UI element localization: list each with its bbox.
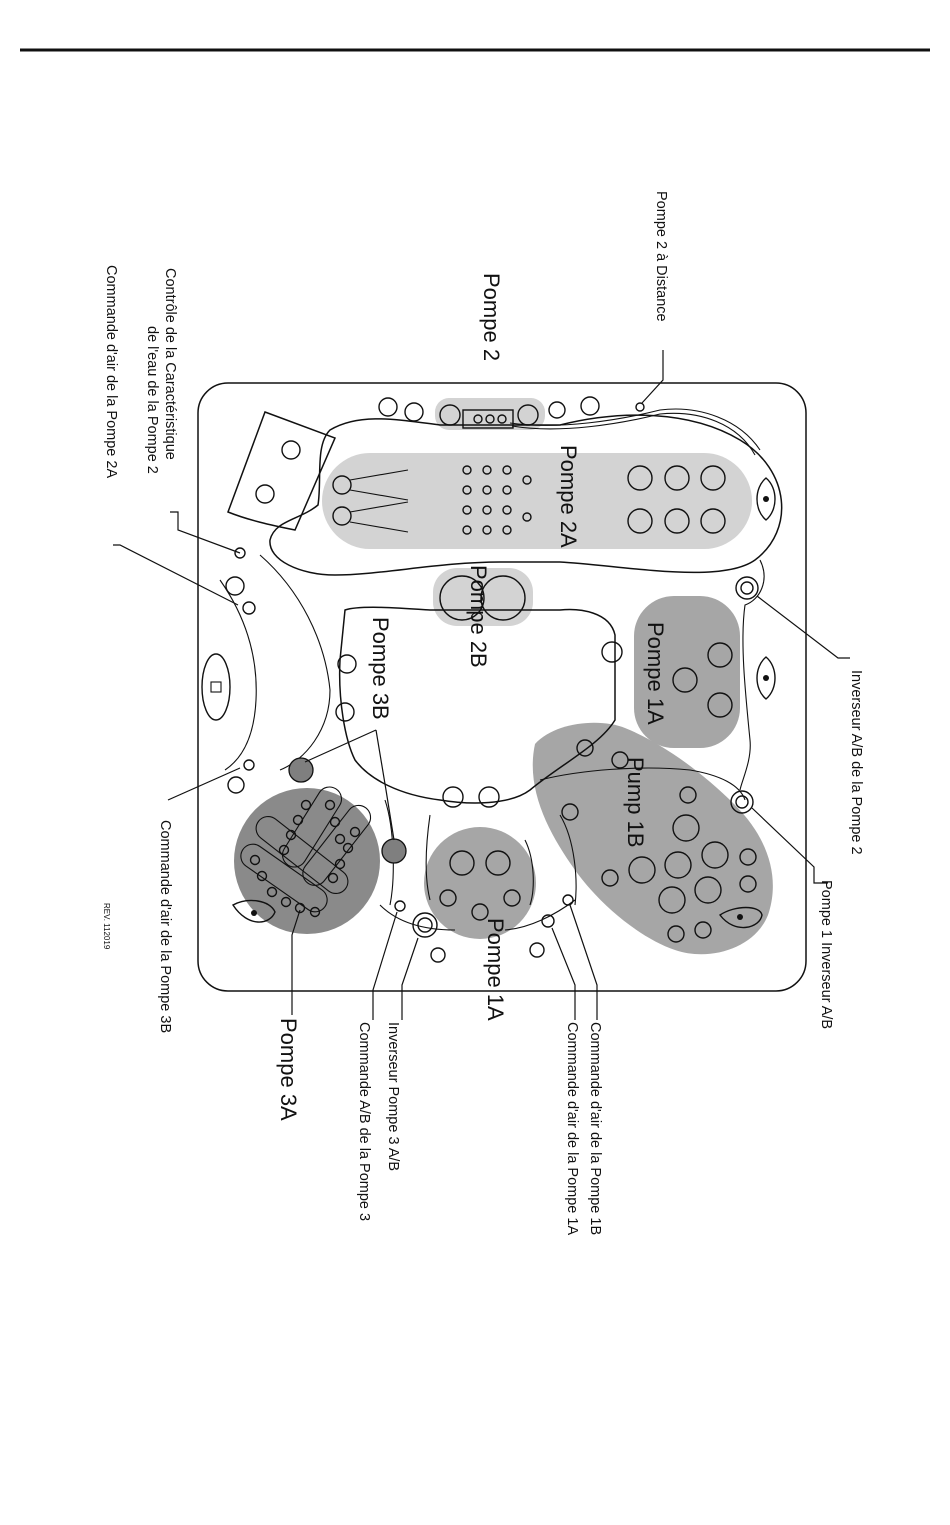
label-pompe-3b: Pompe 3B [368, 617, 393, 720]
callout-commande-air-2a: Commande d'air de la Pompe 2A [103, 265, 119, 478]
label-pompe-2b: Pompe 2B [466, 565, 491, 668]
lounge-outline [269, 414, 783, 576]
right-contour-2 [539, 767, 746, 801]
zones [234, 398, 773, 955]
jets-pompe-2b [439, 575, 526, 621]
headrest-pillow [227, 411, 337, 531]
label-pompe-2a: Pompe 2A [556, 445, 581, 548]
label-pompe-1a-bottom: Pompe 1A [483, 918, 508, 1021]
callout-controle-line2: de l'eau de la Pompe 2 [144, 326, 160, 474]
jets-pump-1b [561, 641, 757, 943]
spa-shell [197, 382, 807, 992]
footwell-outline [338, 606, 616, 804]
left-arch-2 [219, 579, 257, 771]
zone-labels: Pompe 2 Pompe 2A Pompe 2B Pompe 1A Pump … [276, 273, 668, 1121]
callout-controle-line1: Contrôle de la Caractéristique [162, 268, 178, 460]
remote-jet-icon [635, 402, 645, 412]
jets-pompe-3a [240, 786, 372, 918]
callout-inverseur-pompe-3: Inverseur Pompe 3 A/B [385, 1022, 401, 1171]
callout-commande-air-1a: Commande d'air de la Pompe 1A [564, 1022, 580, 1235]
left-arch [259, 554, 331, 771]
zone-pompe-3a [234, 788, 380, 934]
zone-pompe-2b [433, 568, 533, 626]
label-pompe-2: Pompe 2 [479, 273, 504, 361]
callout-inverseur-ab-pompe-2: Inverseur A/B de la Pompe 2 [848, 670, 864, 855]
callout-pompe-1-inverseur: Pompe 1 Inverseur A/B [818, 880, 834, 1029]
callout-commande-air-3b: Commande d'air de la Pompe 3B [157, 820, 173, 1033]
callout-pompe-2-distance: Pompe 2 à Distance [653, 191, 669, 322]
callout-commande-air-1b: Commande d'air de la Pompe 1B [587, 1022, 603, 1235]
callout-labels: Pompe 2 à Distance Contrôle de la Caract… [102, 191, 864, 1235]
right-contour [739, 559, 765, 791]
zone-pompe-1a-top [634, 596, 740, 748]
jets-pompe-3b [288, 757, 407, 864]
footwell-jets [335, 654, 500, 808]
jets-pompe-1a-bottom [439, 850, 521, 921]
zone-pump-1b [532, 722, 773, 955]
leader-lines [113, 350, 850, 1020]
side-control-panel [201, 653, 231, 721]
zone-pompe-1a-bottom [424, 827, 536, 939]
callout-commande-ab-pompe-3: Commande A/B de la Pompe 3 [356, 1022, 372, 1221]
label-pompe-3a: Pompe 3A [276, 1018, 301, 1121]
label-pompe-1a-top: Pompe 1A [643, 622, 668, 725]
jets-pompe-2a [255, 440, 726, 535]
zone-pompe-2a [322, 453, 752, 549]
label-pump-1b: Pump 1B [623, 757, 648, 848]
controls [201, 477, 776, 963]
revision-label: REV. 112019 [102, 903, 111, 950]
jets-pompe-2 [378, 396, 761, 456]
jets-pompe-1a-top [672, 642, 733, 718]
